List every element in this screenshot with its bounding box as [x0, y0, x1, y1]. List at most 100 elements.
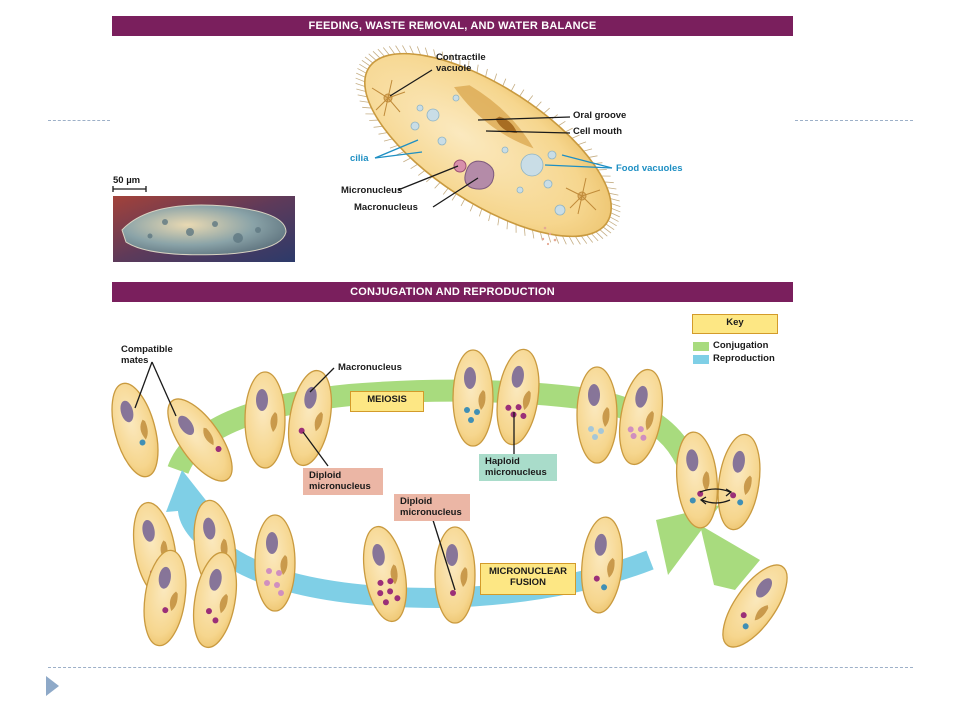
micronucleus-dot — [205, 608, 212, 615]
paramecium-cell-icon — [244, 371, 286, 469]
micronucleus-dot — [730, 492, 737, 499]
micronucleus-dot — [139, 439, 146, 446]
micrograph-image — [113, 196, 295, 262]
micronucleus-dot — [377, 590, 384, 597]
micronucleus-dot — [274, 582, 280, 588]
contractile-vacuole-star-bottom — [565, 177, 601, 215]
reproduction-arrowhead — [166, 470, 212, 512]
micronucleus-dot — [382, 599, 389, 606]
slide-rule-top-right — [795, 120, 913, 121]
micronucleus-dot — [515, 404, 522, 411]
macronucleus-icon — [120, 400, 134, 423]
key-swatch-conjugation — [693, 341, 709, 351]
macronucleus-icon — [732, 450, 745, 473]
micronucleus-dot — [689, 497, 696, 504]
micronucleus-dot — [394, 595, 401, 602]
haploid-micronucleus-box: Haploid micronucleus — [479, 454, 557, 481]
waste-particles — [541, 226, 557, 246]
paramecium-cell-icon — [577, 514, 627, 616]
macronucleus-icon — [203, 517, 216, 540]
micronucleus-dot — [598, 428, 604, 434]
micronucleus-top — [453, 159, 467, 173]
micronucleus-dot — [162, 607, 169, 614]
label-oral-groove: Oral groove — [573, 110, 627, 121]
macronucleus-icon — [209, 568, 222, 591]
macronucleus-icon — [266, 532, 278, 554]
micronucleus-dot — [520, 412, 527, 419]
micronucleus-dot — [627, 426, 634, 433]
micronucleus-dot — [474, 409, 480, 415]
label-cell-mouth: Cell mouth — [573, 126, 623, 137]
macronucleus-icon — [178, 415, 195, 435]
macronucleus-icon — [511, 365, 524, 388]
key-swatch-reproduction — [693, 354, 709, 364]
macronucleus-icon — [635, 385, 648, 408]
micronucleus-dot — [468, 417, 474, 423]
key-label-conjugation: Conjugation — [713, 340, 769, 351]
paramecium-cell-icon — [155, 388, 245, 492]
label-scale: 50 µm — [113, 175, 141, 186]
paramecium-cell-icon — [711, 431, 767, 533]
slide-rule-top-left — [48, 120, 110, 121]
diploid-micronucleus-box-2: Diploid micronucleus — [394, 494, 470, 521]
paramecium-cell-icon — [576, 366, 618, 464]
paramecium-cell-icon — [254, 514, 296, 612]
macronucleus-icon — [372, 543, 385, 566]
macronucleus-icon — [686, 449, 699, 472]
slide-rule-bottom — [48, 667, 913, 668]
macronucleus-icon — [594, 533, 607, 556]
micronucleus-dot — [592, 434, 598, 440]
exchange-arrows — [699, 488, 733, 505]
feeding-leader-lines — [389, 69, 571, 208]
paramecium-cell-icon — [186, 548, 244, 652]
conjugation-leader-lines — [134, 361, 515, 591]
meiosis-box: MEIOSIS — [350, 391, 424, 412]
macronucleus-icon — [756, 578, 773, 598]
micronucleus-dot — [377, 579, 384, 586]
macronucleus-icon — [464, 367, 476, 389]
micronucleus-dot — [737, 499, 744, 506]
paramecium-cell-icon — [356, 522, 414, 626]
micronucleus-dot — [464, 407, 470, 413]
micronucleus-dot — [450, 590, 456, 596]
paramecium-cells-layer — [102, 346, 800, 658]
label-macronucleus: Macronucleus — [354, 202, 418, 213]
key-item-reproduction: Reproduction — [693, 353, 775, 365]
micronucleus-dot — [637, 426, 644, 433]
conjugation-arrowhead-right — [700, 525, 760, 590]
paramecium-cell-icon — [452, 349, 494, 447]
blue-leader-lines — [374, 139, 613, 169]
scale-bar-icon — [112, 186, 147, 192]
macronucleus-top — [464, 160, 495, 190]
micronucleus-dot — [640, 434, 647, 441]
micronucleus-dot — [266, 568, 272, 574]
paramecium-cell — [355, 45, 621, 245]
feeding-section-title: FEEDING, WASTE REMOVAL, AND WATER BALANC… — [308, 20, 597, 32]
macronucleus-icon — [142, 519, 155, 542]
paramecium-cell-icon — [434, 526, 476, 624]
micronucleus-dot — [264, 580, 270, 586]
micronucleus-dot — [630, 433, 637, 440]
paramecium-cell-icon — [281, 366, 339, 470]
label-compatible-mates: Compatible mates — [121, 344, 173, 366]
micronucleus-dot — [212, 617, 219, 624]
micronucleus-dot — [387, 578, 394, 585]
micronucleus-dot — [387, 588, 394, 595]
micronucleus-dot — [742, 623, 749, 630]
micronucleus-dot — [740, 612, 747, 619]
paramecium-cell-icon — [612, 365, 670, 469]
paramecium-cell-icon — [710, 554, 800, 658]
conjugation-section-title: CONJUGATION AND REPRODUCTION — [350, 286, 555, 298]
label-food-vacuoles: Food vacuoles — [616, 163, 683, 174]
macronucleus-icon — [256, 389, 268, 411]
key-item-conjugation: Conjugation — [693, 340, 769, 352]
macronucleus-icon — [588, 384, 600, 406]
macronucleus-icon — [158, 566, 171, 589]
paramecium-cell-icon — [102, 377, 168, 483]
micronucleus-dot — [588, 426, 594, 432]
macronucleus-icon — [446, 544, 458, 566]
label-macronucleus-cycle: Macronucleus — [338, 362, 402, 373]
conjugation-section-banner: CONJUGATION AND REPRODUCTION — [112, 282, 793, 302]
play-triangle-icon — [46, 676, 59, 696]
micronucleus-dot — [505, 404, 512, 411]
